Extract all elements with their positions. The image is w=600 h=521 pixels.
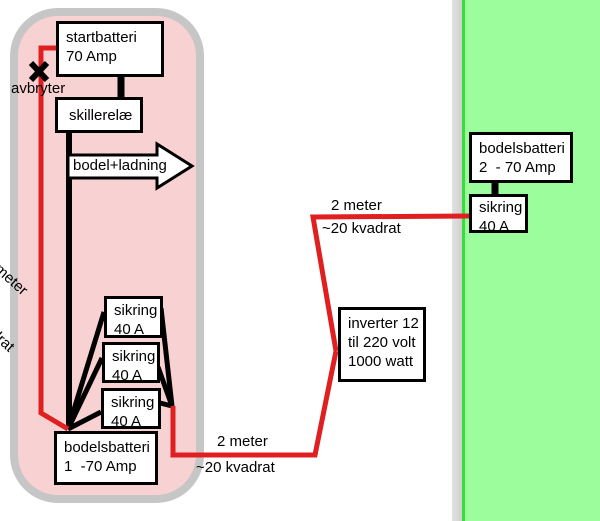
inverter-line1: inverter 12 bbox=[348, 315, 419, 332]
isolation-relay-box: skillerelæ bbox=[55, 97, 143, 133]
wire-batt1-fuse2 bbox=[65, 356, 105, 431]
wire-bottom-gauge: ~20 kvadrat bbox=[196, 459, 275, 476]
wire-red-inverter-to-fuse4 bbox=[310, 213, 471, 352]
inverter-box: inverter 12 til 220 volt 1000 watt bbox=[338, 307, 426, 382]
fuse1-box: sikring 40 A bbox=[104, 296, 163, 338]
charging-arrow bbox=[66, 141, 195, 191]
wire-bottom-length: 2 meter bbox=[217, 433, 268, 450]
fuse2-line1: sikring bbox=[112, 348, 156, 365]
fuse3-line2: 40 A bbox=[111, 413, 142, 430]
isolation-relay-label: skillerelæ bbox=[69, 107, 133, 124]
start-battery-line2: 70 Amp bbox=[66, 48, 117, 65]
house-battery2-box: bodelsbatteri 2 - 70 Amp bbox=[469, 132, 573, 183]
wire-top-gauge: ~20 kvadrat bbox=[322, 220, 401, 237]
wire-left-length: 2 meter bbox=[0, 260, 32, 299]
fuse1-line1: sikring bbox=[114, 302, 158, 319]
wire-red-junction-to-inverter bbox=[170, 350, 339, 458]
wire-top-length: 2 meter bbox=[331, 197, 382, 214]
start-battery-line1: startbatteri bbox=[66, 29, 137, 46]
wire-fuse3-junction bbox=[159, 400, 173, 409]
wire-red-start-to-batt1 bbox=[38, 45, 70, 432]
fuse3-box: sikring 40 A bbox=[101, 388, 161, 430]
start-battery-box: startbatteri 70 Amp bbox=[56, 21, 164, 77]
house-battery1-line2: 1 -70 Amp bbox=[64, 458, 137, 475]
charging-arrow-label: bodel+ladning bbox=[73, 157, 167, 174]
fuse4-line1: sikring bbox=[479, 199, 523, 216]
fuse1-line2: 40 A bbox=[114, 321, 145, 338]
fuse4-box: sikring 40 A bbox=[469, 194, 528, 235]
house-battery1-line1: bodelsbatteri bbox=[64, 439, 150, 456]
living-area-zone bbox=[462, 0, 600, 521]
wire-batt1-fuse3 bbox=[66, 409, 103, 432]
fuse4-line2: 40 A bbox=[479, 218, 510, 235]
inverter-line3: 1000 watt bbox=[348, 353, 414, 370]
breaker-x-icon bbox=[28, 60, 50, 83]
fuse3-line1: sikring bbox=[111, 394, 155, 411]
fuse2-box: sikring 40 A bbox=[102, 342, 160, 384]
inverter-line2: til 220 volt bbox=[348, 334, 416, 351]
house-battery2-line2: 2 - 70 Amp bbox=[479, 159, 556, 176]
wire-fuse2-junction bbox=[155, 366, 175, 407]
house-battery1-box: bodelsbatteri 1 -70 Amp bbox=[54, 431, 158, 485]
divider-strip bbox=[452, 0, 462, 521]
wire-left-gauge: ~20 kvadrat bbox=[0, 309, 18, 356]
breaker-label: avbryter bbox=[11, 80, 66, 97]
wire-batt1-fuse1 bbox=[65, 311, 107, 430]
house-battery2-line1: bodelsbatteri bbox=[479, 140, 565, 157]
fuse2-line2: 40 A bbox=[112, 367, 143, 384]
